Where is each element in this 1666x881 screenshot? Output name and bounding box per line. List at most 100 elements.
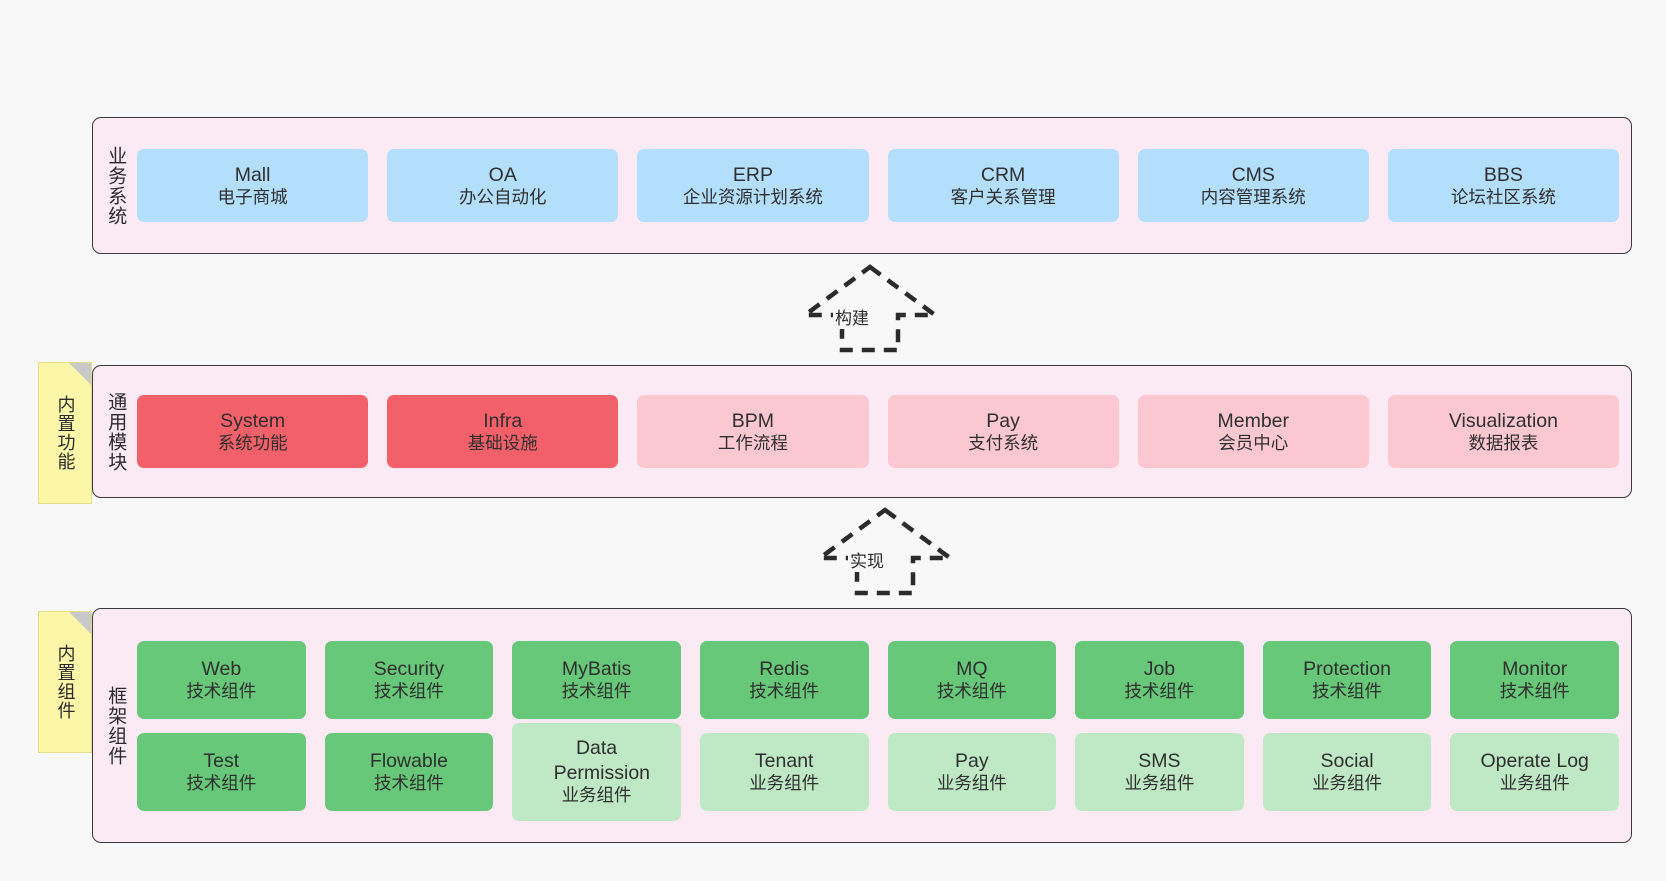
connector-label-implement: 实现 (848, 547, 886, 572)
card-subtitle: 企业资源计划系统 (682, 186, 823, 207)
layer-title-common-modules: 通用模块 (105, 391, 127, 472)
card-subtitle: 技术组件 (373, 772, 444, 793)
connector-implement: 实现 (810, 505, 960, 598)
card-bpm[interactable]: BPM 工作流程 (637, 395, 869, 468)
card-visualization[interactable]: Visualization 数据报表 (1387, 395, 1620, 468)
card-title: Operate Log (1480, 749, 1589, 772)
card-subtitle: 技术组件 (1124, 680, 1195, 701)
card-erp[interactable]: ERP 企业资源计划系统 (637, 149, 869, 222)
card-oa[interactable]: OA 办公自动化 (387, 149, 619, 222)
card-title: BBS (1483, 163, 1523, 186)
card-subtitle: 办公自动化 (459, 186, 547, 207)
card-title: Redis (759, 657, 810, 680)
card-subtitle: 技术组件 (1499, 680, 1570, 701)
card-monitor[interactable]: Monitor 技术组件 (1450, 640, 1619, 719)
card-title: SMS (1138, 749, 1181, 772)
card-subtitle: 电子商城 (217, 186, 288, 207)
connector-label-build: 构建 (833, 304, 871, 329)
connector-build: 构建 (795, 262, 945, 355)
card-title: BPM (731, 409, 775, 432)
layer-body-common-modules: System 系统功能 Infra 基础设施 BPM 工作流程 Pay 支付系统… (137, 366, 1631, 497)
card-subtitle: 技术组件 (186, 772, 257, 793)
card-subtitle: 内容管理系统 (1200, 186, 1306, 207)
card-subtitle: 数据报表 (1468, 432, 1539, 453)
card-title: Social (1320, 749, 1374, 772)
card-subtitle: 业务组件 (1124, 772, 1195, 793)
layer-common-modules: 通用模块 System 系统功能 Infra 基础设施 BPM 工作流程 Pay… (92, 365, 1632, 498)
card-title: CRM (980, 163, 1026, 186)
card-subtitle: 业务组件 (1499, 772, 1570, 793)
card-title: Data Permission (553, 737, 651, 784)
card-title: Mall (234, 163, 271, 186)
card-mq[interactable]: MQ 技术组件 (887, 640, 1057, 719)
card-flowable[interactable]: Flowable 技术组件 (324, 732, 494, 811)
card-title: Visualization (1448, 409, 1559, 432)
card-subtitle: 支付系统 (968, 432, 1039, 453)
card-subtitle: 基础设施 (467, 432, 538, 453)
card-subtitle: 论坛社区系统 (1450, 186, 1556, 207)
sticky-tab-label: 内置功能 (55, 395, 76, 471)
card-row: Web 技术组件 Security 技术组件 MyBatis 技术组件 Redi… (137, 640, 1619, 719)
card-pay-component[interactable]: Pay 业务组件 (887, 732, 1057, 811)
card-subtitle: 业务组件 (936, 772, 1007, 793)
card-title: MQ (956, 657, 988, 680)
card-mall[interactable]: Mall 电子商城 (137, 149, 369, 222)
card-job[interactable]: Job 技术组件 (1075, 640, 1244, 719)
card-subtitle: 会员中心 (1218, 432, 1289, 453)
card-crm[interactable]: CRM 客户关系管理 (887, 149, 1119, 222)
card-subtitle: 技术组件 (186, 680, 257, 701)
card-protection[interactable]: Protection 技术组件 (1262, 640, 1432, 719)
layer-body-business-systems: Mall 电子商城 OA 办公自动化 ERP 企业资源计划系统 CRM 客户关系… (137, 118, 1631, 253)
card-title: Protection (1303, 657, 1391, 680)
card-subtitle: 技术组件 (561, 680, 632, 701)
card-subtitle: 工作流程 (717, 432, 788, 453)
card-social[interactable]: Social 业务组件 (1262, 732, 1432, 811)
card-title: Web (201, 657, 242, 680)
card-subtitle: 业务组件 (749, 772, 820, 793)
card-mybatis[interactable]: MyBatis 技术组件 (512, 640, 681, 719)
card-row: Test 技术组件 Flowable 技术组件 Data Permission … (137, 722, 1619, 821)
card-subtitle: 技术组件 (936, 680, 1007, 701)
card-data-permission[interactable]: Data Permission 业务组件 (512, 722, 681, 821)
card-row: Mall 电子商城 OA 办公自动化 ERP 企业资源计划系统 CRM 客户关系… (137, 149, 1620, 222)
card-subtitle: 技术组件 (373, 680, 444, 701)
dashed-hollow-arrow-up-icon (798, 264, 942, 353)
card-redis[interactable]: Redis 技术组件 (699, 640, 869, 719)
card-title: CMS (1231, 163, 1275, 186)
card-bbs[interactable]: BBS 论坛社区系统 (1387, 149, 1620, 222)
card-title: Pay (986, 409, 1020, 432)
card-title: OA (488, 163, 517, 186)
card-subtitle: 技术组件 (1312, 680, 1383, 701)
layer-framework-components: 框架组件 Web 技术组件 Security 技术组件 MyBatis 技术组件… (92, 608, 1632, 843)
card-row: System 系统功能 Infra 基础设施 BPM 工作流程 Pay 支付系统… (137, 395, 1620, 468)
card-title: Tenant (754, 749, 814, 772)
card-member[interactable]: Member 会员中心 (1137, 395, 1369, 468)
layer-body-framework-components: Web 技术组件 Security 技术组件 MyBatis 技术组件 Redi… (137, 609, 1631, 842)
card-title: ERP (732, 163, 773, 186)
layer-title-business-systems: 业务系统 (105, 145, 127, 226)
sticky-tab-builtin-features: 内置功能 (38, 362, 92, 504)
card-subtitle: 技术组件 (749, 680, 820, 701)
card-sms[interactable]: SMS 业务组件 (1075, 732, 1244, 811)
card-subtitle: 系统功能 (217, 432, 288, 453)
card-tenant[interactable]: Tenant 业务组件 (699, 732, 869, 811)
card-infra[interactable]: Infra 基础设施 (387, 395, 619, 468)
card-system[interactable]: System 系统功能 (137, 395, 369, 468)
card-title: System (220, 409, 286, 432)
card-subtitle: 客户关系管理 (950, 186, 1056, 207)
card-security[interactable]: Security 技术组件 (324, 640, 494, 719)
card-title: Member (1217, 409, 1290, 432)
dashed-hollow-arrow-up-icon (813, 507, 957, 596)
card-cms[interactable]: CMS 内容管理系统 (1137, 149, 1369, 222)
card-title: Pay (955, 749, 989, 772)
card-subtitle: 业务组件 (1312, 772, 1383, 793)
card-test[interactable]: Test 技术组件 (137, 732, 306, 811)
card-title: Infra (483, 409, 523, 432)
card-operate-log[interactable]: Operate Log 业务组件 (1450, 732, 1619, 811)
card-title: Job (1143, 657, 1176, 680)
card-pay[interactable]: Pay 支付系统 (887, 395, 1119, 468)
card-web[interactable]: Web 技术组件 (137, 640, 306, 719)
layer-business-systems: 业务系统 Mall 电子商城 OA 办公自动化 ERP 企业资源计划系统 CRM… (92, 117, 1632, 254)
sticky-tab-label: 内置组件 (55, 644, 76, 720)
